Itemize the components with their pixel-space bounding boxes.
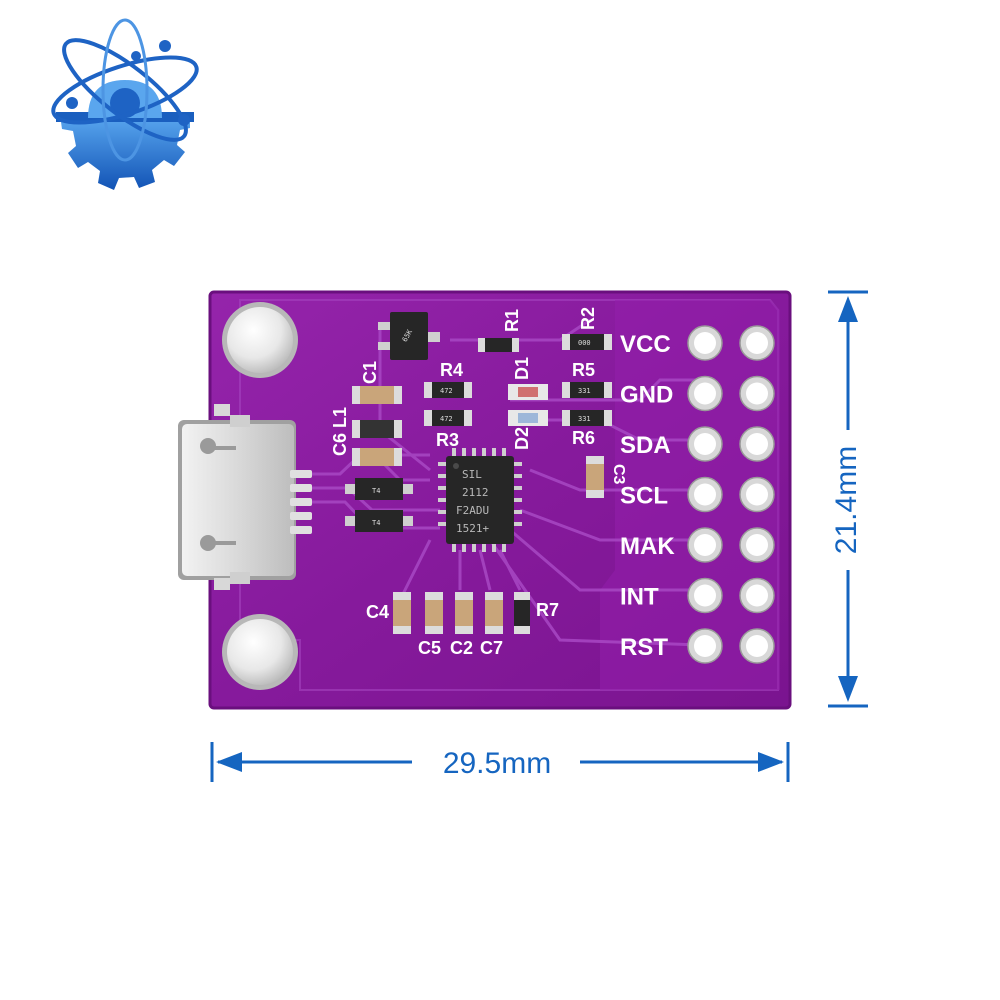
pin-hole-mak-1: [694, 534, 716, 556]
label-c2: C2: [450, 638, 473, 658]
chip-line-4: 1521+: [456, 522, 489, 535]
mounting-hole-top: [222, 302, 298, 378]
atom-gear-logo: [51, 18, 199, 190]
chip-line-3: F2ADU: [456, 504, 489, 517]
label-c3: C3: [610, 464, 627, 485]
label-r7: R7: [536, 600, 559, 620]
pin-hole-vcc-2: [746, 332, 768, 354]
pin-label-gnd: GND: [620, 382, 673, 409]
label-r1: R1: [502, 309, 522, 332]
r2-value: 000: [578, 339, 591, 347]
pin-header: VCC GND SDA SCL MAK INT RST: [620, 325, 775, 664]
r4-value: 472: [440, 387, 453, 395]
label-c4: C4: [366, 602, 389, 622]
label-c5: C5: [418, 638, 441, 658]
voltage-regulator: 65K: [378, 312, 440, 360]
height-label: 21.4mm: [830, 446, 863, 554]
label-r4: R4: [440, 360, 463, 380]
mounting-hole-bottom: [222, 614, 298, 690]
label-d2: D2: [512, 427, 532, 450]
capacitor-c1: [352, 386, 402, 404]
pin-label-rst: RST: [620, 634, 668, 661]
pin-hole-int-2: [746, 584, 768, 607]
capacitor-c2: [455, 592, 473, 634]
pin-row-vcc: VCC: [620, 325, 775, 361]
inductor-l1: [352, 420, 402, 438]
pin-row-int: INT: [620, 577, 775, 614]
label-c7: C7: [480, 638, 503, 658]
pin-row-sda: SDA: [620, 426, 775, 462]
label-r3: R3: [436, 430, 459, 450]
pin-hole-vcc-1: [694, 332, 716, 354]
silkscreen-labels: C1 C6 L1 R4 R3 R1 D1 D2 R2 R5 R6 C3 C4 C…: [330, 307, 627, 658]
label-c1: C1: [360, 361, 380, 384]
pin-label-mak: MAK: [620, 533, 675, 560]
resistor-r6: 331: [562, 410, 612, 426]
width-label: 29.5mm: [443, 747, 551, 780]
pin-row-gnd: GND: [620, 375, 775, 412]
r5-value: 331: [578, 387, 591, 395]
led-d1: [508, 384, 548, 400]
resistor-r2: 000: [562, 334, 612, 350]
chip-line-2: 2112: [462, 486, 489, 499]
r3-value: 472: [440, 415, 453, 423]
capacitor-c6: [352, 448, 402, 466]
resistor-r4: 472: [424, 382, 472, 398]
resistor-r7: [514, 592, 530, 634]
pin-row-rst: RST: [620, 628, 775, 664]
pin-hole-scl-2: [746, 483, 768, 506]
pin-hole-rst-2: [746, 635, 768, 657]
esd-diode-2-mark: T4: [372, 519, 380, 527]
main-chip: SIL 2112 F2ADU 1521+: [438, 448, 522, 552]
capacitor-c5: [425, 592, 443, 634]
capacitor-c3: [586, 456, 604, 498]
label-r2: R2: [578, 307, 598, 330]
label-r5: R5: [572, 360, 595, 380]
height-dimension: 21.4mm: [828, 290, 868, 708]
esd-diode-1: T4: [345, 478, 413, 500]
capacitor-c4: [393, 592, 411, 634]
pin-row-mak: MAK: [620, 527, 775, 563]
label-r6: R6: [572, 428, 595, 448]
pin-hole-int-1: [694, 584, 716, 607]
resistor-r1: [478, 338, 519, 352]
pin-hole-scl-1: [694, 483, 716, 506]
led-d2: [508, 410, 548, 426]
r6-value: 331: [578, 415, 591, 423]
pin-hole-rst-1: [694, 635, 716, 657]
resistor-r3: 472: [424, 410, 472, 426]
label-l1: L1: [330, 407, 350, 428]
usb-connector: [178, 404, 312, 590]
chip-line-1: SIL: [462, 468, 482, 481]
width-dimension: 29.5mm: [210, 742, 790, 782]
pin-hole-sda-1: [694, 433, 716, 455]
esd-diode-1-mark: T4: [372, 487, 380, 495]
pin-hole-mak-2: [746, 534, 768, 556]
pin-hole-gnd-1: [694, 382, 716, 405]
pin-label-int: INT: [620, 584, 659, 611]
pin-hole-gnd-2: [746, 382, 768, 405]
resistor-r5: 331: [562, 382, 612, 398]
pin-label-scl: SCL: [620, 483, 668, 510]
label-c6: C6: [330, 433, 350, 456]
pin-hole-sda-2: [746, 433, 768, 455]
esd-diode-2: T4: [345, 510, 413, 532]
pin-row-scl: SCL: [620, 476, 775, 513]
capacitor-c7: [485, 592, 503, 634]
label-d1: D1: [512, 357, 532, 380]
pin-label-sda: SDA: [620, 432, 671, 459]
pin-label-vcc: VCC: [620, 331, 671, 358]
